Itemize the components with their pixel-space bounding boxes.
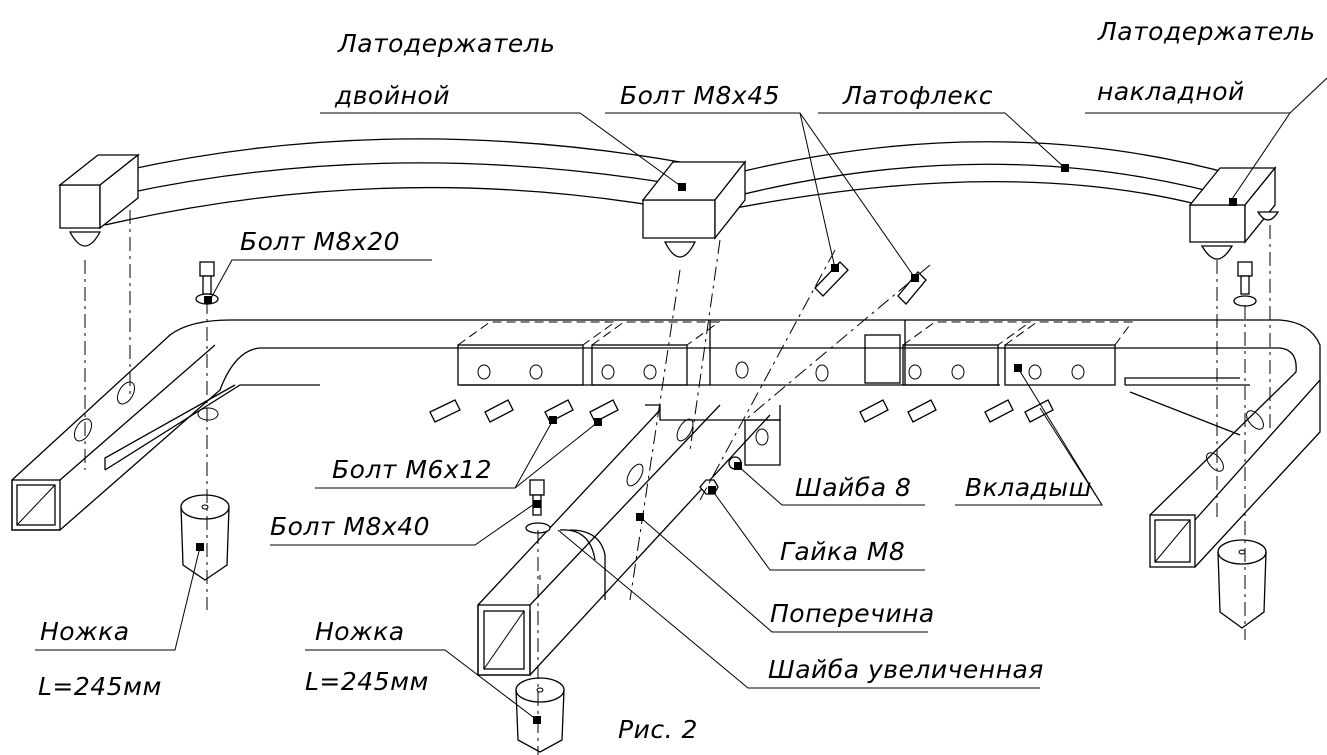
- label-shaiba-8: Шайба 8: [795, 473, 911, 502]
- label-poperechina: Поперечина: [770, 599, 935, 628]
- slat-holder-left: [58, 153, 140, 247]
- label-nozhka-left-2: L=245мм: [38, 672, 162, 701]
- label-latoderzhatel-dvoinoi-1: Латодержатель: [337, 29, 556, 58]
- fasteners: [195, 261, 1257, 534]
- latoflex-slats: [104, 138, 1236, 226]
- label-vkladysh: Вкладыш: [965, 473, 1092, 502]
- label-nozhka-center-2: L=245мм: [305, 667, 429, 696]
- frame-right-rail: [1000, 319, 1321, 568]
- bolt-m8x20-right: [1233, 261, 1257, 307]
- label-bolt-m8x45: Болт М8х45: [620, 81, 780, 110]
- label-bolt-m6x12: Болт М6х12: [332, 455, 492, 484]
- label-bolt-m8x40: Болт М8х40: [270, 512, 430, 541]
- label-nozhka-center-1: Ножка: [315, 617, 405, 646]
- frame-left-rail: [11, 319, 460, 531]
- label-latoderzhatel-dvoinoi-2: двойной: [334, 81, 450, 110]
- figure-caption: Рис. 2: [618, 715, 698, 744]
- label-latoflex: Латофлекс: [842, 81, 993, 110]
- cross-member: [477, 404, 781, 676]
- inserts: [457, 321, 1133, 386]
- leg-right: [1217, 539, 1267, 629]
- label-bolt-m8x20: Болт М8х20: [240, 227, 400, 256]
- center-lines: [84, 210, 1271, 755]
- legs: [180, 494, 1267, 753]
- leg-left: [180, 494, 230, 581]
- slat-holder-double: [641, 160, 747, 258]
- bolt-m6x12-group: [429, 399, 1054, 423]
- leg-center: [515, 677, 565, 753]
- labels: Латодержатель двойной Болт М8х45 Латофле…: [38, 17, 1316, 744]
- label-latoderzhatel-nakladnoi-1: Латодержатель: [1097, 17, 1316, 46]
- label-nozhka-left-1: Ножка: [40, 617, 130, 646]
- label-shaiba-uvelichennaya: Шайба увеличенная: [768, 655, 1044, 684]
- label-latoderzhatel-nakladnoi-2: накладной: [1097, 77, 1245, 106]
- label-gaika-m8: Гайка М8: [780, 537, 905, 566]
- slat-holder-overlay: [1188, 166, 1280, 260]
- leader-lines: [35, 77, 1327, 724]
